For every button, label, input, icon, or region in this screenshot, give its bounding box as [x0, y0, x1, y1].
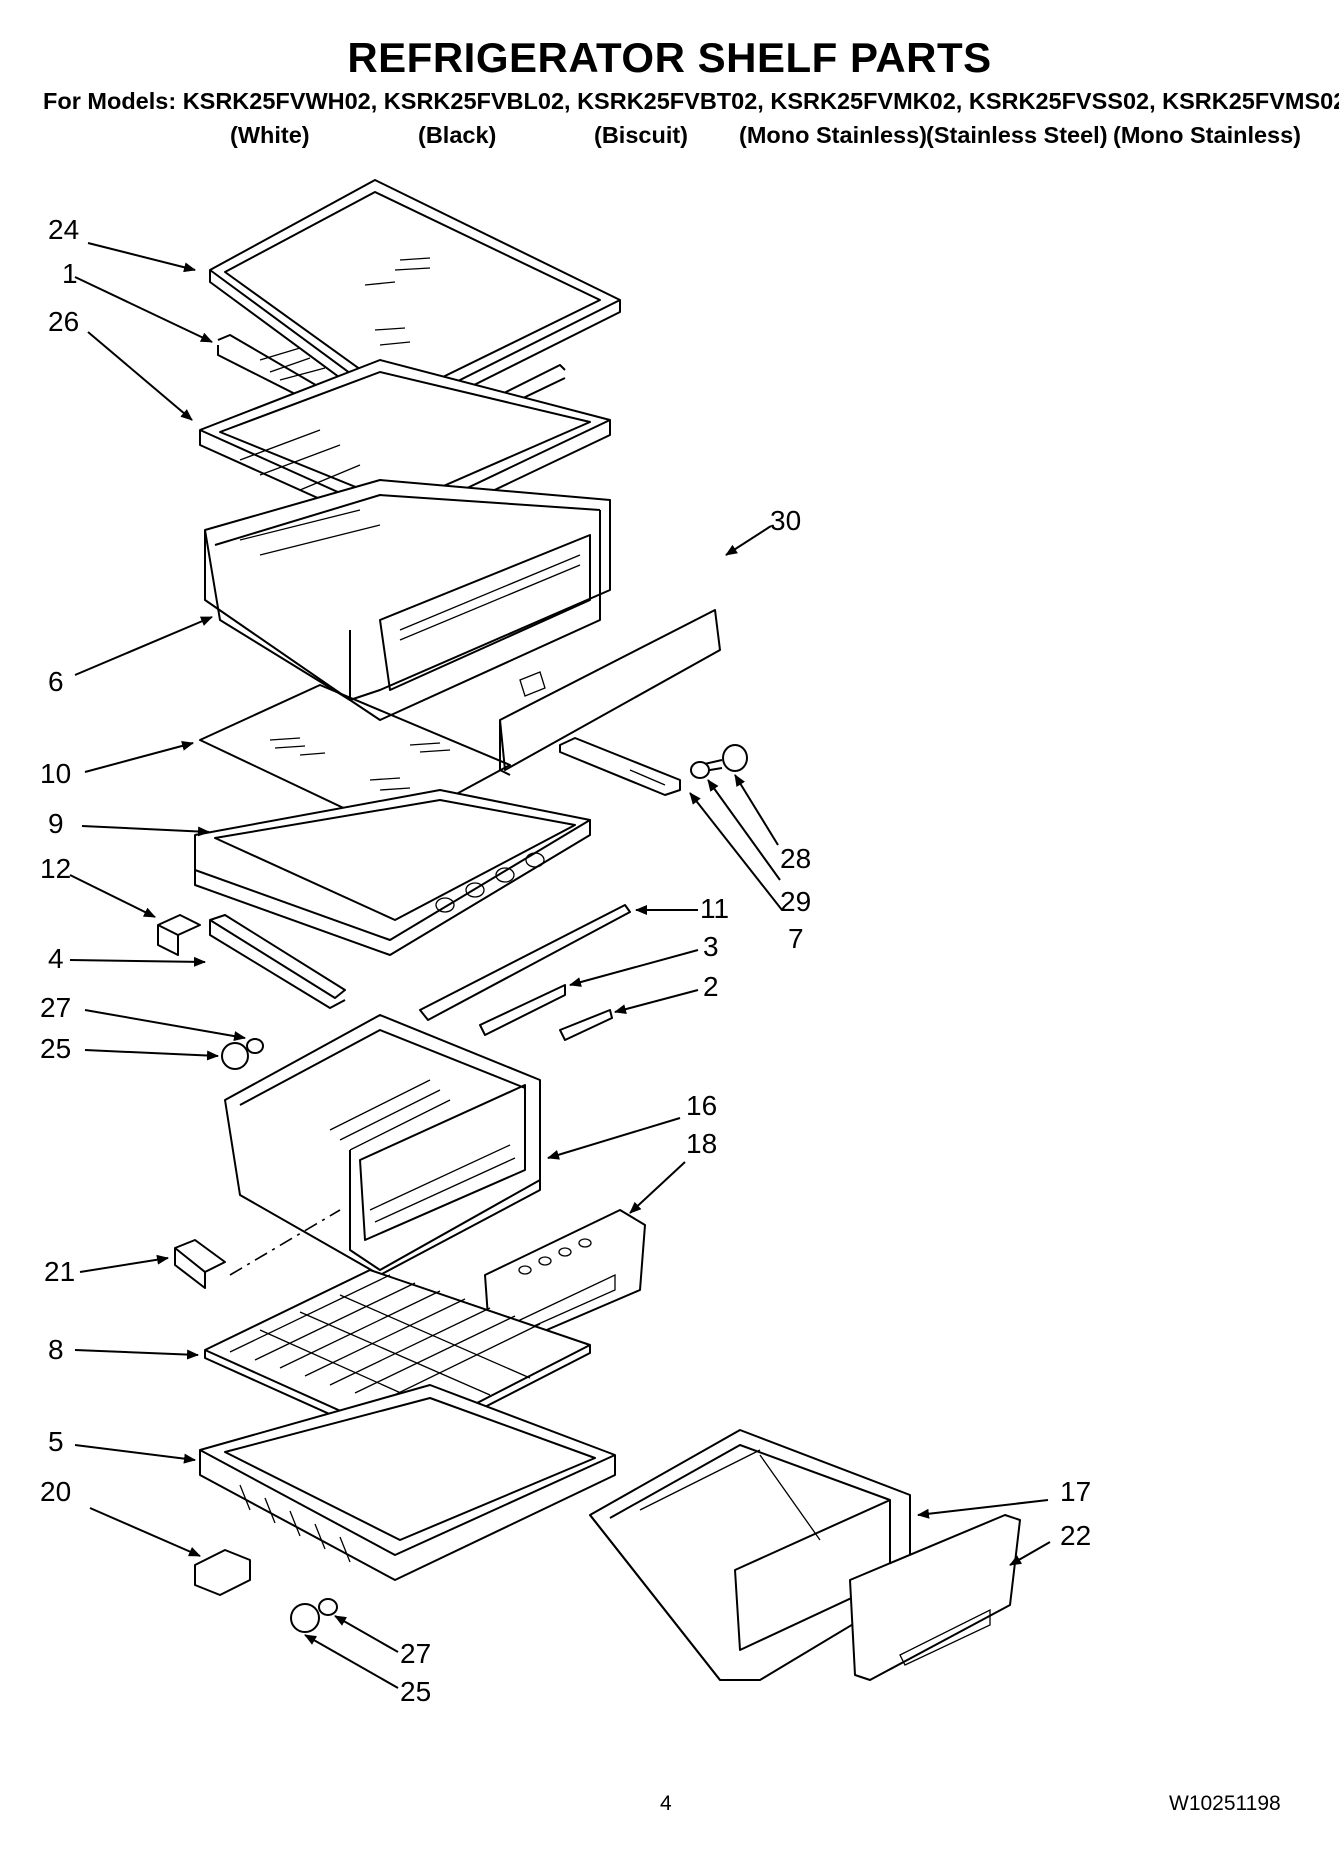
callout-27-lower: 27: [400, 1638, 432, 1669]
callout-21: 21: [44, 1256, 76, 1287]
part-5-shelf-frame: [199, 1384, 616, 1581]
callout-4: 4: [48, 943, 64, 974]
part-9-shelf-frame: [194, 789, 591, 956]
part-16-crisper-drawer: [224, 1014, 541, 1276]
callout-9: 9: [48, 808, 64, 839]
callout-29: 29: [780, 886, 812, 917]
callout-20: 20: [40, 1476, 72, 1507]
callout-11: 11: [700, 893, 730, 924]
callout-5: 5: [48, 1426, 64, 1457]
callout-7: 7: [788, 923, 804, 954]
callout-8: 8: [48, 1334, 64, 1365]
part-7-slide-rail: [559, 737, 681, 796]
models-line: For Models: KSRK25FVWH02, KSRK25FVBL02, …: [43, 88, 1339, 114]
callout-26: 26: [48, 306, 80, 337]
part-22-drawer-front: [849, 1514, 1021, 1681]
color-mono-stainless-2: (Mono Stainless): [1113, 122, 1302, 148]
callout-1: 1: [62, 258, 78, 289]
part-20-cap: [194, 1549, 251, 1596]
page-title: REFRIGERATOR SHELF PARTS: [347, 34, 992, 81]
part-17-bottom-drawer: [589, 1429, 911, 1681]
callout-3: 3: [703, 931, 719, 962]
part-21-clip: [174, 1239, 226, 1289]
part-6-pantry-drawer: [204, 479, 611, 721]
callout-2: 2: [703, 971, 719, 1002]
callout-22: 22: [1060, 1520, 1092, 1551]
part-27-25-screw-lower: [290, 1598, 338, 1633]
color-black: (Black): [418, 122, 497, 148]
callout-17: 17: [1060, 1476, 1092, 1507]
part-27-25-screw-upper: [221, 1038, 264, 1070]
callout-25-lower: 25: [400, 1676, 432, 1707]
color-white: (White): [230, 122, 310, 148]
callout-18: 18: [686, 1128, 718, 1159]
part-12-clip: [157, 914, 201, 956]
color-stainless-steel: (Stainless Steel): [926, 122, 1108, 148]
part-11-rail: [419, 904, 631, 1021]
color-biscuit: (Biscuit): [594, 122, 688, 148]
callout-12: 12: [40, 853, 72, 884]
leader-lines: [69, 242, 1051, 1689]
part-4-rail: [209, 914, 346, 1009]
document-number: W10251198: [1169, 1792, 1281, 1815]
part-28-29-screw: [690, 744, 748, 779]
callout-27-upper: 27: [40, 992, 72, 1023]
callout-24: 24: [48, 214, 80, 245]
part-21-guide-line: [229, 1209, 341, 1276]
callout-10: 10: [40, 758, 72, 789]
part-3-bracket: [479, 984, 566, 1036]
color-mono-stainless-1: (Mono Stainless): [739, 122, 928, 148]
callout-28: 28: [780, 843, 812, 874]
callout-16: 16: [686, 1090, 718, 1121]
page-number: 4: [660, 1792, 672, 1815]
callout-25-upper: 25: [40, 1033, 72, 1064]
part-30-pantry-front: [499, 609, 721, 776]
part-10-glass: [199, 684, 511, 831]
callout-6: 6: [48, 666, 64, 697]
part-2-bracket: [559, 1009, 613, 1041]
callout-30: 30: [770, 505, 802, 536]
